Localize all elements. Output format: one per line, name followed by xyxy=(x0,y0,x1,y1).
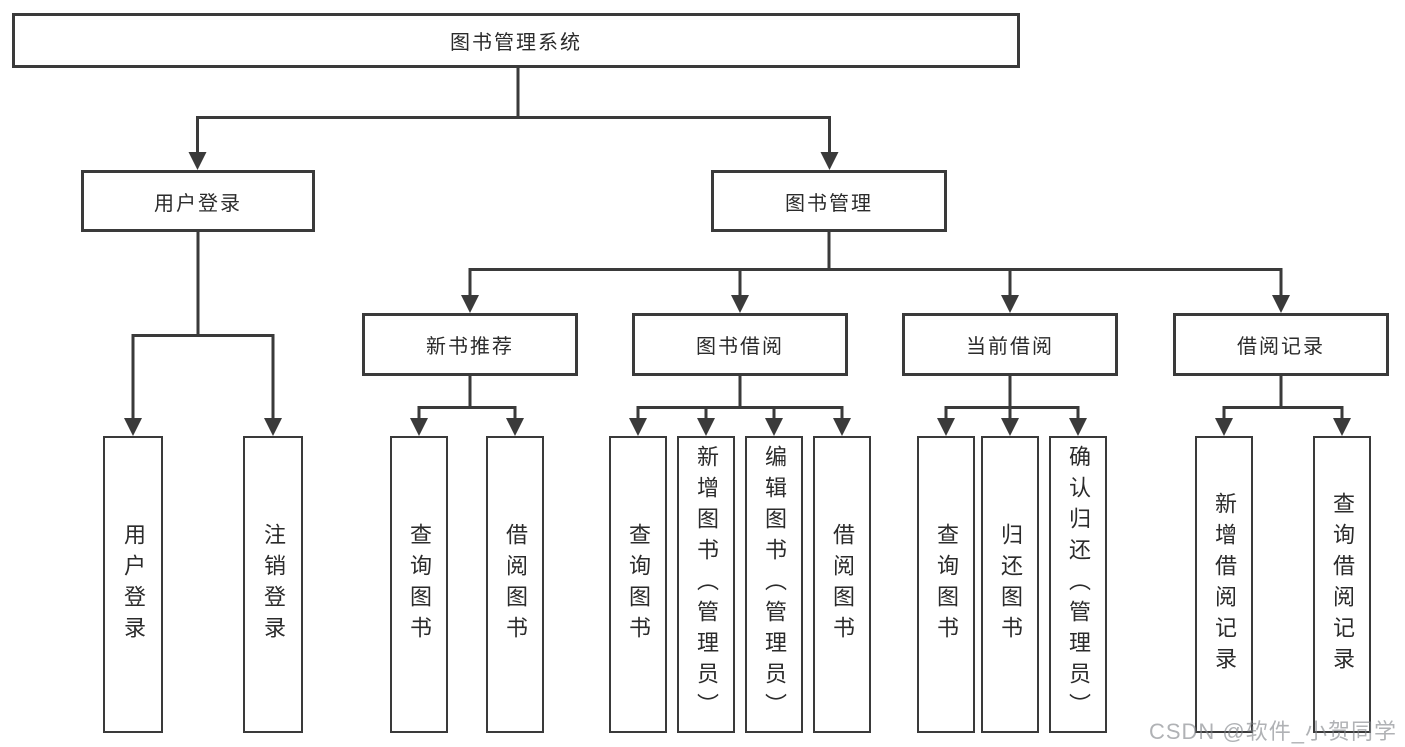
node-user-login: 用户登录 xyxy=(81,170,315,232)
node-current-borrow: 当前借阅 xyxy=(902,313,1118,376)
node-leaf-cb-return-book: 归还图书 xyxy=(981,436,1039,733)
node-new-book-recommend: 新书推荐 xyxy=(362,313,578,376)
node-leaf-cb-confirm-return-admin: 确认归还（管理员） xyxy=(1049,436,1107,733)
node-leaf-bb-query-book: 查询图书 xyxy=(609,436,667,733)
node-leaf-bb-borrow-book: 借阅图书 xyxy=(813,436,871,733)
node-leaf-cb-query-book: 查询图书 xyxy=(917,436,975,733)
connector-path xyxy=(131,66,1344,423)
csdn-watermark: CSDN @软件_小贺同学 xyxy=(1148,719,1397,744)
node-leaf-rec-query-book: 查询图书 xyxy=(390,436,448,733)
node-book-borrow: 图书借阅 xyxy=(632,313,848,376)
node-leaf-bb-add-book-admin: 新增图书（管理员） xyxy=(677,436,735,733)
node-leaf-br-add-record: 新增借阅记录 xyxy=(1195,436,1253,733)
node-leaf-rec-borrow-book: 借阅图书 xyxy=(486,436,544,733)
node-book-management: 图书管理 xyxy=(711,170,947,232)
node-leaf-bb-edit-book-admin: 编辑图书（管理员） xyxy=(745,436,803,733)
node-leaf-logout: 注销登录 xyxy=(243,436,303,733)
node-borrow-records: 借阅记录 xyxy=(1173,313,1389,376)
node-leaf-br-query-record: 查询借阅记录 xyxy=(1313,436,1371,733)
node-root-system: 图书管理系统 xyxy=(12,13,1020,68)
node-leaf-user-login: 用户登录 xyxy=(103,436,163,733)
